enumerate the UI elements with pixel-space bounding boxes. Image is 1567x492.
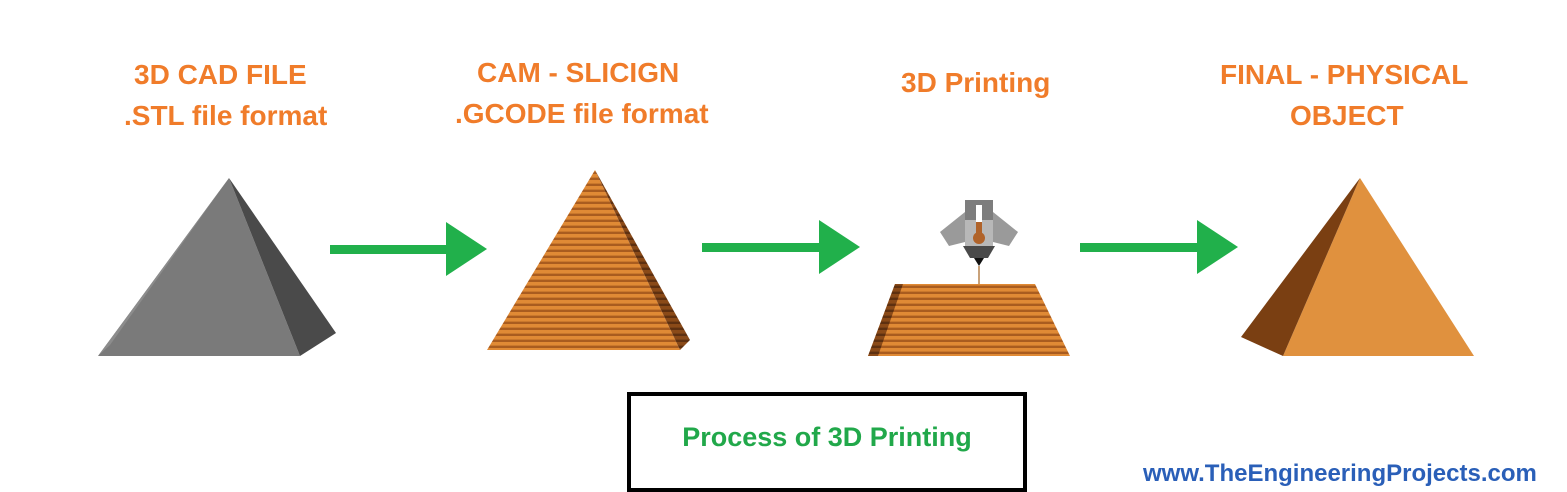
caption-box: Process of 3D Printing (627, 392, 1027, 492)
stage-slicing-subtitle: .GCODE file format (455, 98, 709, 129)
process-diagram (98, 170, 1474, 356)
watermark: www.TheEngineeringProjects.com (1143, 460, 1537, 487)
arrow-right-icon (1080, 220, 1238, 274)
printer-nozzle-icon (940, 200, 1018, 284)
stage-final-title: FINAL - PHYSICAL (1220, 59, 1469, 90)
stage-printing-title: 3D Printing (901, 67, 1051, 98)
stage-cad-subtitle: .STL file format (124, 100, 328, 131)
stage-slicing-title: CAM - SLICIGN (477, 57, 680, 88)
cad-pyramid-icon (98, 178, 336, 356)
sliced-pyramid-icon (487, 170, 690, 350)
arrow-right-icon (330, 222, 487, 276)
partial-print-icon (868, 284, 1070, 356)
final-object-pyramid-icon (1241, 178, 1474, 356)
stage-final-subtitle: OBJECT (1290, 100, 1404, 131)
stage-cad-title: 3D CAD FILE (134, 59, 307, 90)
diagram-caption: Process of 3D Printing (682, 422, 972, 452)
arrow-right-icon (702, 220, 860, 274)
